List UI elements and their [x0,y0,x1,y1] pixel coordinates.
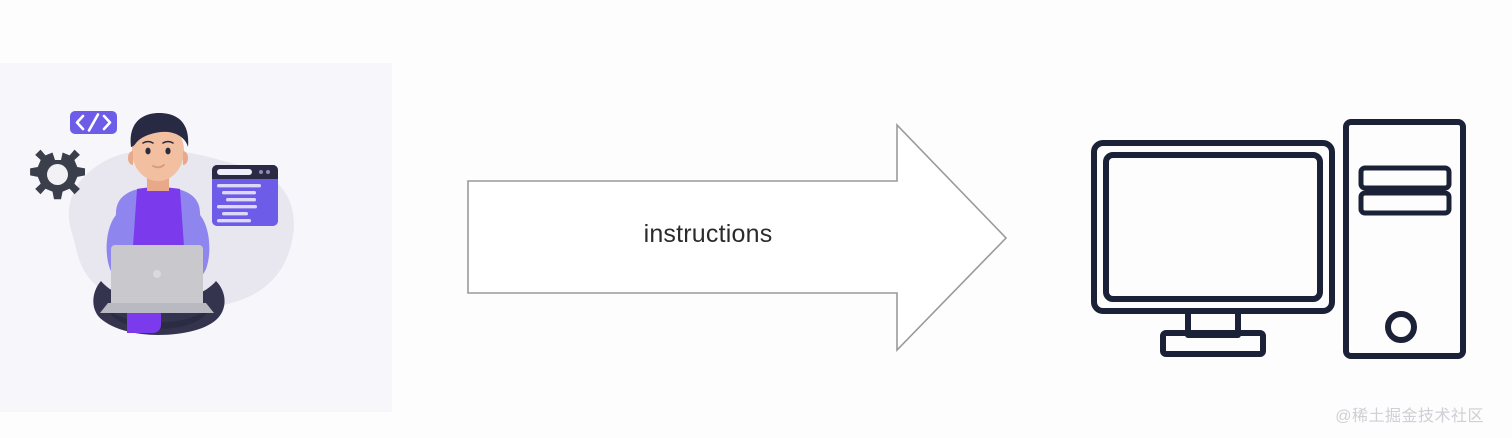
laptop [100,245,214,313]
hair [130,113,189,147]
developer-illustration [30,111,294,335]
shoe [127,307,161,333]
tower-drive-bay-2 [1358,190,1452,216]
monitor-stand-base [1160,330,1266,357]
arrow-shape [467,123,1008,352]
computer-illustration [1075,110,1475,370]
tower-body [1343,119,1466,359]
arrow-label: instructions [643,220,773,248]
watermark-text: @稀土掘金技术社区 [1335,408,1484,425]
gear-icon [30,149,86,200]
code-badge [70,111,117,134]
computer-svg [1091,119,1466,359]
monitor-screen [1103,152,1323,302]
instructions-arrow: instructions [460,112,1016,362]
arrow-polygon [467,123,1008,352]
person-figure [93,113,225,335]
tower-drive-bay-1 [1358,165,1452,191]
code-window-icon [212,165,278,226]
illustration-panel [0,63,392,412]
power-button-icon [1385,311,1417,343]
